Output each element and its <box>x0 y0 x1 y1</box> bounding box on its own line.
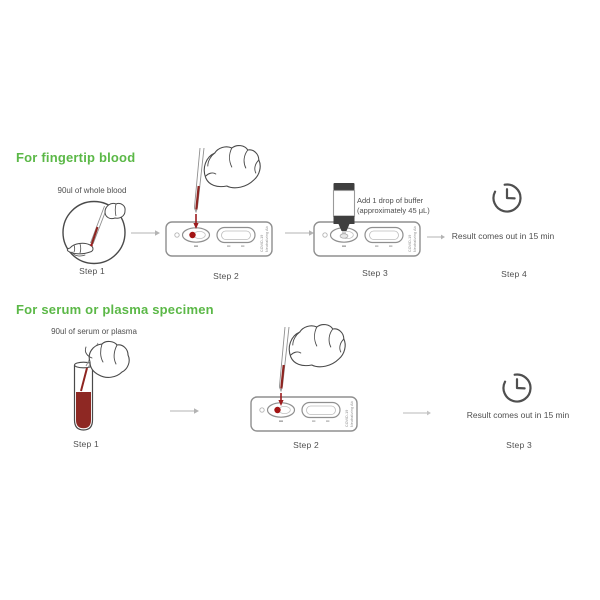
blood-in-well <box>274 406 281 414</box>
flow-arrow-icon <box>170 408 199 414</box>
flow-arrow-icon <box>403 410 431 416</box>
fingertip-hand <box>66 242 94 255</box>
apply-serum-illustration <box>250 323 358 432</box>
flow-arrow-icon <box>285 230 314 236</box>
step-label: Step 3 <box>362 268 388 278</box>
flow-arrow-icon <box>131 230 160 236</box>
falling-drop <box>193 223 199 229</box>
step-label: Step 1 <box>73 439 99 449</box>
step-label: Step 2 <box>293 440 319 450</box>
result-text: Result comes out in 15 min <box>466 410 570 420</box>
wait-clock-icon <box>492 183 522 213</box>
add-buffer-illustration <box>313 183 421 257</box>
blood-droplet <box>90 243 93 247</box>
falling-drop <box>278 400 284 406</box>
step-label: Step 2 <box>213 271 239 281</box>
blood-tube-illustration <box>73 340 130 431</box>
holding-hand <box>84 340 130 378</box>
flow-arrow-icon <box>427 234 445 240</box>
sample-volume-label-serum: 90ul of serum or plasma <box>51 327 137 336</box>
fingertip-prick-illustration <box>62 200 126 265</box>
step-label: Step 4 <box>501 269 527 279</box>
step-label: Step 1 <box>79 266 105 276</box>
section-heading-serum: For serum or plasma specimen <box>16 302 214 317</box>
section-heading-fingertip: For fingertip blood <box>16 150 136 165</box>
blood-in-well <box>189 231 196 239</box>
result-text: Result comes out in 15 min <box>451 231 555 241</box>
apply-blood-illustration <box>165 144 273 257</box>
sample-volume-label-whole-blood: 90ul of whole blood <box>57 186 127 195</box>
step-label: Step 3 <box>506 440 532 450</box>
wait-clock-icon <box>502 373 532 403</box>
buffer-note-line2: (approximately 45 μL) <box>357 205 430 215</box>
blood-in-tube <box>76 392 91 429</box>
buffer-note-line1: Add 1 drop of buffer <box>357 196 424 205</box>
buffer-note: Add 1 drop of buffer (approximately 45 μ… <box>357 196 437 215</box>
buffer-bottle-icon <box>332 183 356 235</box>
test-tube-icon <box>73 365 94 431</box>
